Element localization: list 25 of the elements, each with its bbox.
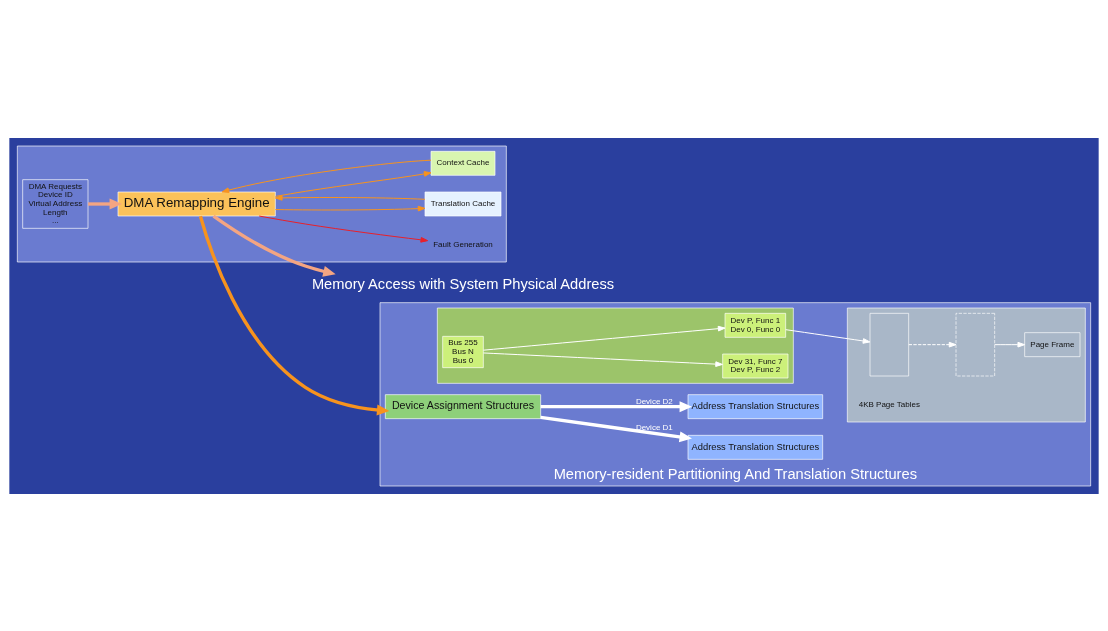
arrow	[908, 341, 957, 347]
node-box	[955, 312, 995, 376]
node-box	[869, 312, 909, 376]
arrow	[274, 205, 426, 211]
arrow	[994, 341, 1026, 347]
arrow	[540, 415, 692, 442]
cluster	[847, 307, 1086, 422]
cluster	[437, 307, 794, 384]
arrow	[540, 400, 693, 412]
node-text: Memory Access with System Physical Address	[311, 275, 615, 292]
arrow	[258, 215, 429, 243]
node-box: DMA Remapping Engine	[117, 191, 276, 216]
arrow	[274, 170, 432, 197]
cluster	[17, 145, 507, 262]
arrow	[198, 215, 390, 415]
arrow	[274, 194, 426, 201]
node-box: Device Assignment Structures	[385, 393, 541, 419]
arrow	[785, 328, 871, 344]
arrow	[212, 214, 336, 277]
arrow	[482, 325, 726, 351]
node-box: Address Translation Structures	[687, 393, 823, 419]
arrow	[221, 159, 432, 193]
arrow	[88, 198, 123, 209]
arrow	[482, 351, 723, 367]
node-box: Address Translation Structures	[687, 434, 823, 460]
